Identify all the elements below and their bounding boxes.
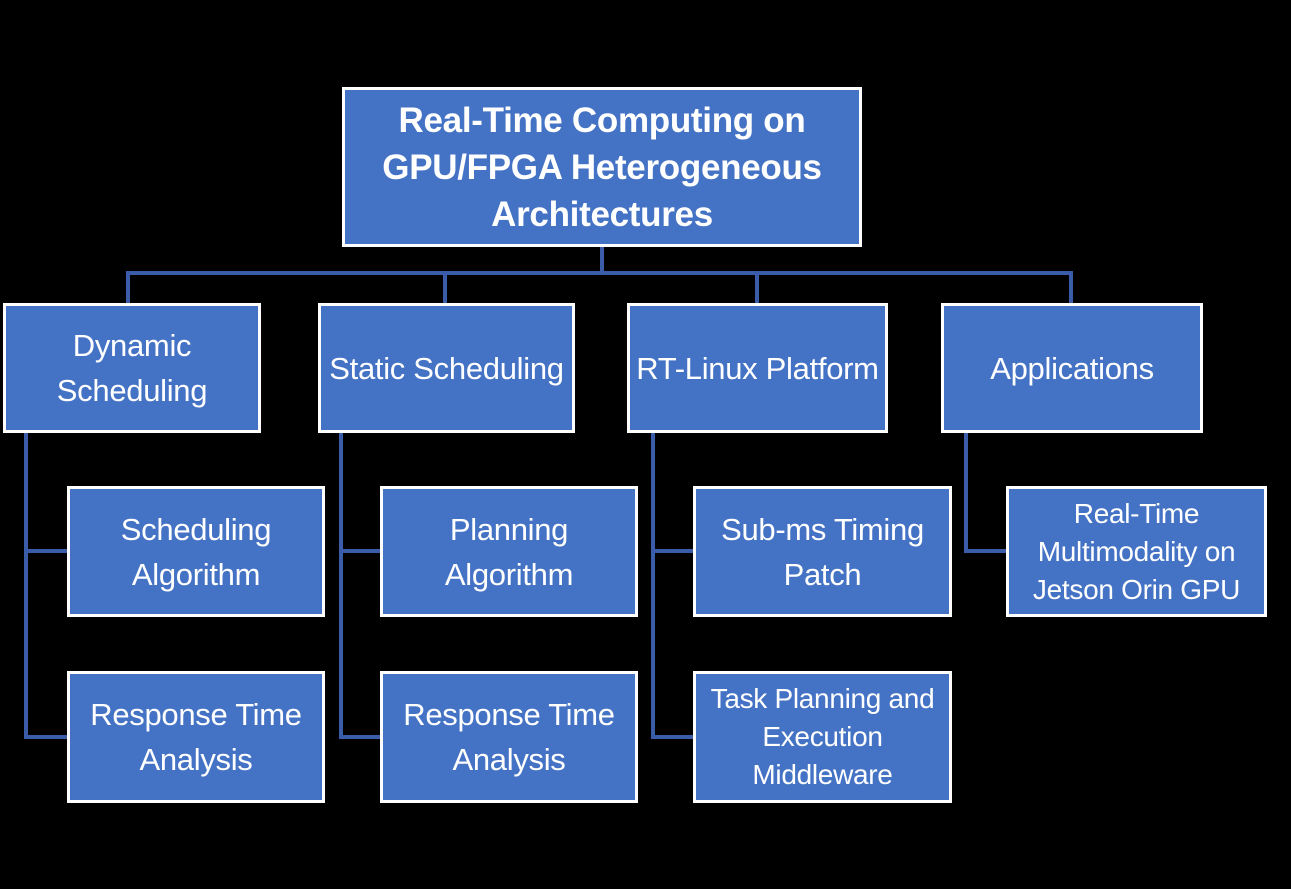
node-static-scheduling: Static Scheduling [318, 303, 575, 433]
node-sub-ms-timing-patch: Sub-ms Timing Patch [693, 486, 952, 617]
node-label: Planning Algorithm [444, 511, 574, 592]
connector-static-elbow-2 [339, 735, 380, 739]
node-label: RT-Linux Platform [636, 350, 879, 386]
connector-drop-dynamic [126, 271, 130, 303]
node-applications: Applications [941, 303, 1203, 433]
node-label: Response Time Analysis [90, 697, 302, 777]
node-label: Dynamic Scheduling [56, 328, 208, 408]
node-root-title: Real-Time Computing on GPU/FPGA Heteroge… [342, 87, 862, 247]
node-label: Task Planning and Execution Middleware [710, 683, 935, 790]
node-response-time-analysis-static: Response Time Analysis [380, 671, 638, 803]
node-scheduling-algorithm: Scheduling Algorithm [67, 486, 325, 617]
node-label: Scheduling Algorithm [120, 511, 272, 592]
connector-bus [126, 271, 1073, 275]
connector-dynamic-trunk [24, 433, 28, 739]
connector-drop-rt-linux [755, 271, 759, 303]
node-planning-algorithm: Planning Algorithm [380, 486, 638, 617]
connector-static-elbow-1 [339, 549, 380, 553]
connector-static-trunk [339, 433, 343, 739]
node-label: Real-Time Multimodality on Jetson Orin G… [1032, 497, 1241, 605]
node-real-time-multimodality-jetson: Real-Time Multimodality on Jetson Orin G… [1006, 486, 1267, 617]
node-dynamic-scheduling: Dynamic Scheduling [3, 303, 261, 433]
node-label: Static Scheduling [329, 350, 564, 386]
connector-drop-static [443, 271, 447, 303]
connector-rt-linux-trunk [651, 433, 655, 739]
node-label: Real-Time Computing on GPU/FPGA Heteroge… [382, 100, 822, 234]
node-label: Applications [990, 350, 1154, 386]
node-rt-linux-platform: RT-Linux Platform [627, 303, 888, 433]
connector-drop-applications [1069, 271, 1073, 303]
connector-applications-elbow-1 [964, 549, 1006, 553]
node-response-time-analysis-dynamic: Response Time Analysis [67, 671, 325, 803]
connector-applications-trunk [964, 433, 968, 553]
connector-dynamic-elbow-1 [24, 549, 67, 553]
connector-root-stub [600, 247, 604, 273]
node-label: Response Time Analysis [403, 697, 615, 777]
connector-dynamic-elbow-2 [24, 735, 67, 739]
node-label: Sub-ms Timing Patch [721, 511, 924, 592]
connector-rt-linux-elbow-1 [651, 549, 693, 553]
node-task-planning-middleware: Task Planning and Execution Middleware [693, 671, 952, 803]
connector-rt-linux-elbow-2 [651, 735, 693, 739]
